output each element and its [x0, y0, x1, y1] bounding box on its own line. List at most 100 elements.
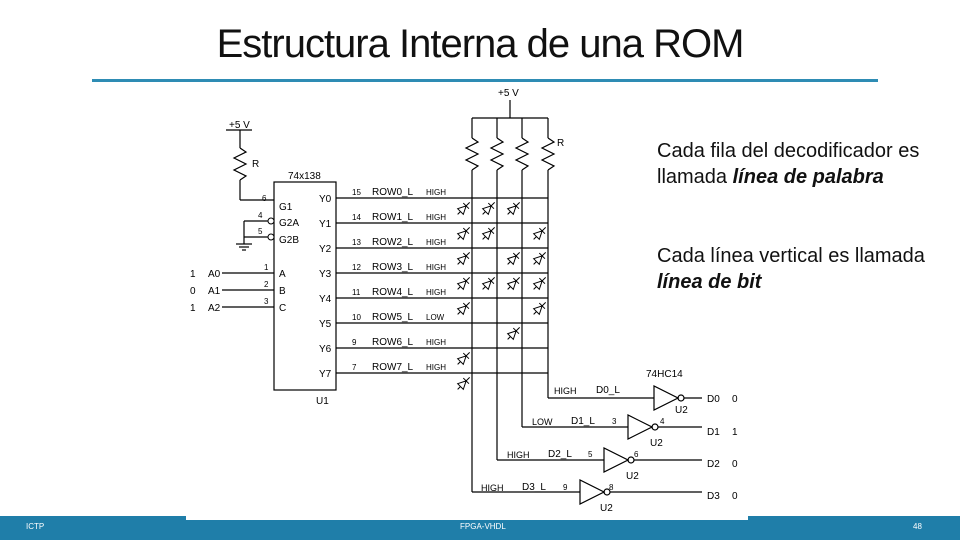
enable-pin-name: G2B [279, 235, 299, 246]
bit-out-pin: 8 [609, 483, 614, 492]
diode-array [456, 201, 547, 391]
row-output: Y4 [319, 294, 332, 305]
row-pin: 15 [352, 188, 361, 197]
rom-schematic: +5 V +5 V R R 74x138 U1 74HC14 6 G1 4 G2… [190, 88, 738, 514]
row-output: Y3 [319, 269, 332, 280]
bit-level: HIGH [554, 386, 577, 396]
bit-value: 0 [732, 459, 738, 470]
bit-line-note-text: Cada línea vertical es llamada [657, 245, 925, 267]
vcc-left-label: +5 V [229, 120, 250, 131]
diode [532, 301, 547, 316]
row-lines [336, 197, 548, 374]
bit-output: HIGH D2_L 5 6 U2 D2 0 [507, 449, 738, 482]
footer-center-text: FPGA-VHDL [460, 522, 506, 531]
decoder-row: Y3 12 ROW3_L HIGH [319, 262, 446, 280]
row-pin: 14 [352, 213, 361, 222]
row-pin: 13 [352, 238, 361, 247]
bit-gate: U2 [650, 438, 663, 449]
row-label: ROW4_L [372, 287, 414, 298]
row-pin: 10 [352, 313, 361, 322]
enable-pin-number: 4 [258, 211, 263, 220]
diode [506, 276, 521, 291]
diode [456, 201, 471, 216]
row-label: ROW7_L [372, 362, 414, 373]
diode [456, 251, 471, 266]
enable-pin-number: 6 [262, 194, 267, 203]
bit-out: D1 [707, 427, 720, 438]
footer-gap [186, 513, 748, 520]
bit-line-note: Cada línea vertical es llamada línea de … [657, 243, 960, 295]
buffer-part-label: 74HC14 [646, 369, 683, 380]
diode [456, 351, 471, 366]
address-pin-number: 1 [264, 263, 269, 272]
title-underline [92, 79, 878, 82]
row-pin: 9 [352, 338, 357, 347]
row-level: HIGH [426, 188, 446, 197]
pin-markers [267, 217, 275, 241]
vcc-top-label: +5 V [498, 88, 519, 99]
diode [532, 276, 547, 291]
row-pin: 7 [352, 363, 357, 372]
bit-net: D0_L [596, 385, 620, 396]
address-signal: A0 [208, 269, 221, 280]
address-pin-name: B [279, 286, 286, 297]
enable-pin-name: G1 [279, 202, 293, 213]
decoder-ref-label: U1 [316, 396, 329, 407]
row-level: HIGH [426, 213, 446, 222]
bit-output: HIGH D0_L U2 D0 0 [554, 385, 738, 416]
enable-pin-name: G2A [279, 218, 299, 229]
bit-out: D2 [707, 459, 720, 470]
diode [506, 326, 521, 341]
slide-title: Estructura Interna de una ROM [216, 22, 745, 66]
bit-net: D2_L [548, 449, 572, 460]
bit-in-pin: 3 [612, 417, 617, 426]
bit-value: 1 [732, 427, 738, 438]
row-label: ROW3_L [372, 262, 414, 273]
bit-gate: U2 [675, 405, 688, 416]
bit-value: 0 [732, 491, 738, 502]
row-level: HIGH [426, 363, 446, 372]
diode [481, 226, 496, 241]
word-line-term: línea de palabra [732, 166, 884, 188]
bit-out-pin: 6 [634, 450, 639, 459]
bit-out-pin: 4 [660, 417, 665, 426]
row-label: ROW6_L [372, 337, 414, 348]
address-pin-number: 2 [264, 280, 269, 289]
bit-net: D3_L [522, 482, 546, 493]
schematic-wires [222, 100, 702, 505]
diode [456, 276, 471, 291]
address-value: 1 [190, 303, 196, 314]
enable-pin-number: 5 [258, 227, 263, 236]
row-label: ROW2_L [372, 237, 414, 248]
resistor-top-label: R [557, 138, 564, 149]
row-level: HIGH [426, 338, 446, 347]
bit-output: HIGH D3_L 9 8 U2 D3 0 [481, 482, 738, 514]
bit-output: LOW D1_L 3 4 U2 D1 1 [532, 416, 738, 449]
address-pin-name: A [279, 269, 286, 280]
diode [506, 251, 521, 266]
diode [456, 301, 471, 316]
address-signal: A1 [208, 286, 221, 297]
row-pin: 12 [352, 263, 361, 272]
page-number: 48 [913, 522, 922, 531]
row-pin: 11 [352, 288, 361, 297]
bit-net: D1_L [571, 416, 595, 427]
bit-level: HIGH [507, 450, 530, 460]
diode [456, 376, 471, 391]
bit-out: D0 [707, 394, 720, 405]
bit-level: HIGH [481, 483, 504, 493]
row-output: Y2 [319, 244, 332, 255]
diode [532, 226, 547, 241]
resistor-left-label: R [252, 159, 259, 170]
address-pin-number: 3 [264, 297, 269, 306]
row-level: HIGH [426, 263, 446, 272]
footer-bar [0, 516, 960, 540]
address-value: 0 [190, 286, 196, 297]
row-output: Y6 [319, 344, 332, 355]
